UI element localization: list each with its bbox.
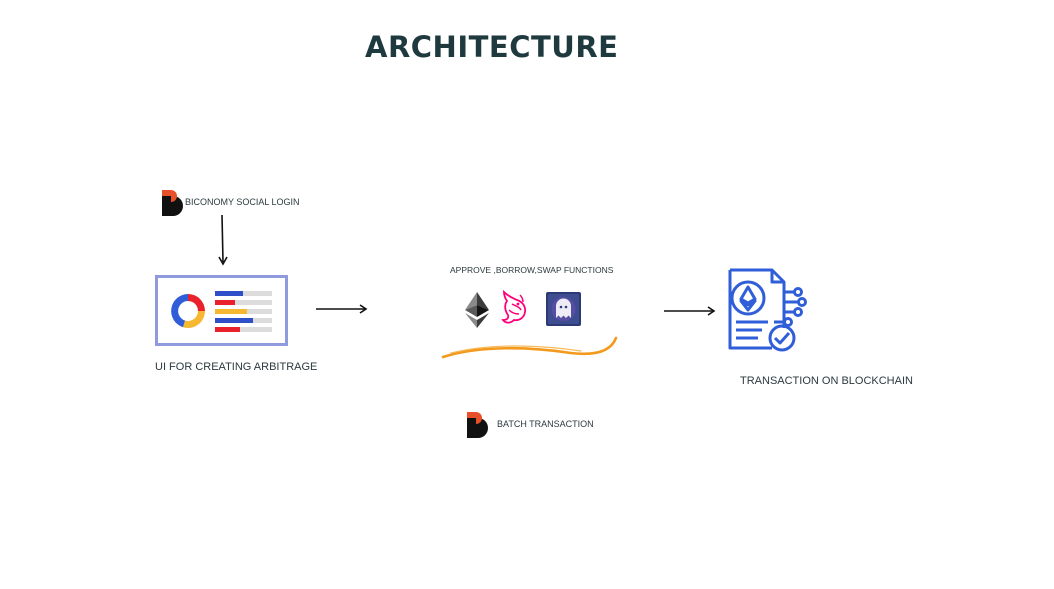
ethereum-icon (465, 292, 489, 328)
uniswap-icon (499, 290, 531, 326)
biconomy-login-label: BICONOMY SOCIAL LOGIN (185, 197, 300, 207)
batch-transaction-label: BATCH TRANSACTION (497, 419, 594, 429)
biconomy-logo-icon (466, 412, 488, 438)
functions-label: APPROVE ,BORROW,SWAP FUNCTIONS (450, 265, 614, 275)
arrow-down-login-to-ui (215, 214, 231, 266)
dashboard-ui-icon (155, 275, 288, 346)
biconomy-logo-icon (161, 190, 183, 216)
blockchain-label: TRANSACTION ON BLOCKCHAIN (740, 375, 913, 387)
blockchain-transaction-icon (722, 268, 808, 352)
ui-label: UI FOR CREATING ARBITRAGE (155, 361, 318, 373)
arrow-functions-to-blockchain (663, 304, 717, 318)
arrow-ui-to-functions (315, 302, 369, 316)
orange-swoosh-decoration (441, 333, 621, 363)
aave-ghost-icon (546, 292, 581, 326)
diagram-title: ARCHITECTURE (365, 30, 619, 64)
